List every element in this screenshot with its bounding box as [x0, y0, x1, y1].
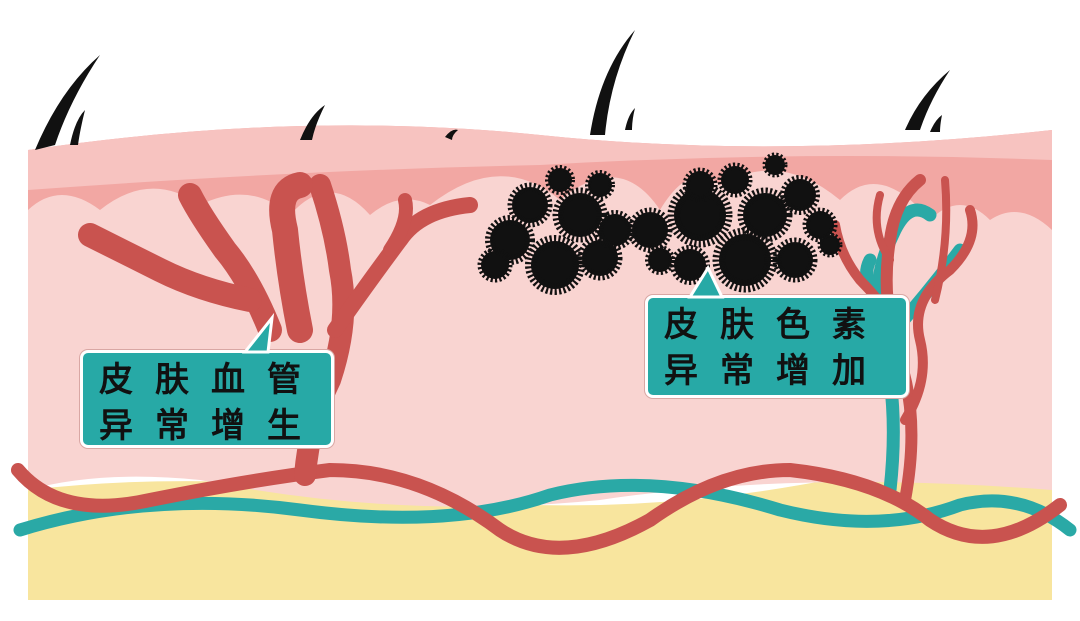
melanin-granule: [817, 232, 843, 258]
melanin-granule: [737, 187, 793, 243]
vessel-label: 皮肤血管 异常增生: [80, 350, 334, 448]
melanin-granule: [477, 247, 513, 283]
vessel-label-line2: 异常增生: [99, 406, 323, 446]
melanin-granule: [645, 245, 675, 275]
melanin-granule: [545, 165, 575, 195]
pigment-label-line1: 皮肤色素: [664, 305, 888, 345]
melanin-granule: [627, 207, 673, 253]
arteries: [11, 172, 1067, 555]
vessel-label-line1: 皮肤血管: [99, 360, 323, 400]
melanin-granule: [772, 237, 818, 283]
melanin-granule: [802, 207, 838, 243]
melanin-granule: [485, 215, 535, 265]
fat-layer: [28, 466, 1052, 600]
melanin-granule: [712, 227, 778, 293]
melanin-granule: [682, 167, 718, 203]
melanin-granule: [780, 175, 820, 215]
hairs: [35, 30, 950, 150]
melanin-granule: [670, 245, 710, 285]
melanin-cluster: [477, 152, 843, 295]
pigment-label: 皮肤色素 异常增加: [645, 295, 909, 398]
melanin-granule: [507, 182, 553, 228]
skin-surface: [28, 125, 1052, 190]
melanin-granule: [525, 235, 585, 295]
melanin-granule: [717, 162, 753, 198]
melanin-granule: [585, 170, 615, 200]
melanin-granule: [552, 187, 608, 243]
melanin-granule: [595, 210, 635, 250]
pigment-label-line2: 异常增加: [664, 351, 888, 391]
melanin-granule: [762, 152, 788, 178]
